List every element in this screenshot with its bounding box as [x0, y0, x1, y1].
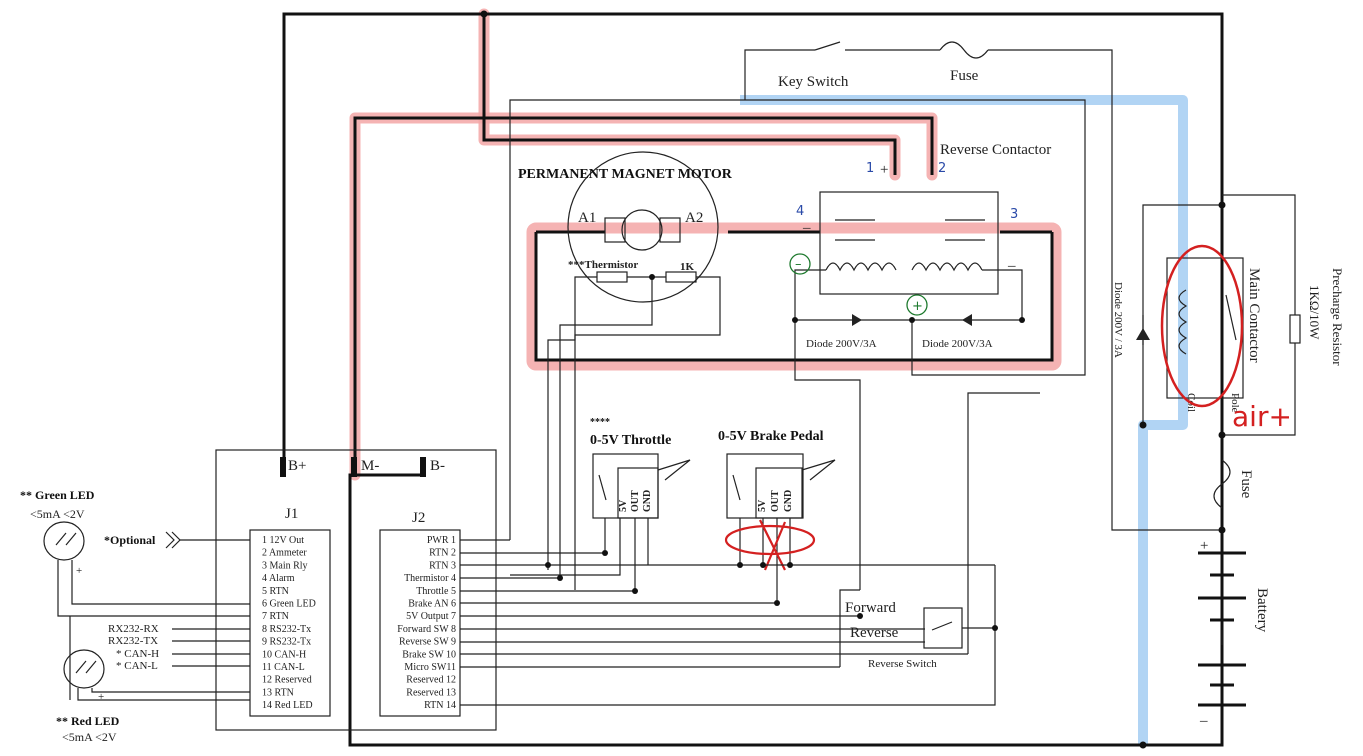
- terminal-3-label: 3: [1010, 207, 1018, 222]
- rx-label: RX232-RX: [108, 623, 159, 635]
- j1-pin-1: 1 12V Out: [262, 535, 304, 546]
- green-led-title: ** Green LED: [20, 488, 95, 502]
- key-switch-label: Key Switch: [778, 74, 849, 90]
- battery-label: Battery: [1254, 588, 1270, 633]
- brake-pedal-label: 0-5V Brake Pedal: [718, 429, 824, 444]
- brake-pedal: 0-5V Brake Pedal 5V OUT GND: [718, 429, 836, 600]
- reverse-contactor-label: Reverse Contactor: [940, 142, 1051, 158]
- hand-minus-mark: –: [795, 257, 802, 272]
- main-contactor-label: Main Contactor: [1246, 268, 1262, 363]
- battery-minus: –: [1199, 713, 1208, 729]
- j1-pin-14: 14 Red LED: [262, 700, 313, 711]
- coil-minus-left: –: [802, 220, 811, 236]
- battery: + – Battery: [1198, 538, 1270, 729]
- throttle: **** 0-5V Throttle 5V OUT GND: [510, 417, 691, 590]
- j1-pin-13: 13 RTN: [262, 687, 294, 698]
- resistor-1k-label: 1K: [680, 261, 695, 273]
- j2-pin-7: 5V Output 7: [406, 611, 456, 622]
- reverse-switch-label: Reverse Switch: [868, 658, 937, 670]
- throttle-pin-gnd: GND: [642, 490, 653, 512]
- precharge-value-label: 1KΩ/10W: [1307, 285, 1322, 340]
- j2-name: J2: [412, 510, 425, 526]
- j2-pin-14: RTN 14: [424, 700, 456, 711]
- precharge-label: Precharge Resistor: [1330, 268, 1345, 366]
- main-wires: [282, 12, 1224, 747]
- throttle-stars: ****: [590, 417, 610, 428]
- j1-pin-4: 4 Alarm: [262, 573, 295, 584]
- canl-label: * CAN-L: [116, 660, 158, 672]
- j1-pin-8: 8 RS232-Tx: [262, 624, 311, 635]
- main-contactor-area: Coil Pole Main Contactor Diode 200V / 3A…: [1112, 194, 1345, 509]
- j1-pin-3: 3 Main Rly: [262, 560, 308, 571]
- red-led-spec: <5mA <2V: [62, 730, 117, 744]
- j1-pin-6: 6 Green LED: [262, 599, 316, 610]
- throttle-pin-5v: 5V: [618, 499, 629, 512]
- throttle-label: 0-5V Throttle: [590, 433, 671, 448]
- j1-pin-9: 9 RS232-Tx: [262, 637, 311, 648]
- red-led-plus: +: [98, 691, 104, 703]
- reverse-label: Reverse: [850, 625, 899, 641]
- j2-pin-2: RTN 2: [429, 548, 456, 559]
- j2-pin-10: Brake SW 10: [402, 649, 456, 660]
- terminal-4-label: 4: [796, 204, 804, 219]
- j2-pin-12: Reserved 12: [406, 675, 456, 686]
- j2-pin-3: RTN 3: [429, 560, 456, 571]
- j1-pin-2: 2 Ammeter: [262, 548, 307, 559]
- j1-name: J1: [285, 506, 298, 522]
- junction-dots: [480, 10, 1226, 749]
- battery-plus: +: [1200, 538, 1208, 554]
- j2-pin-9: Reverse SW 9: [399, 637, 456, 648]
- brake-pin-5v: 5V: [757, 499, 768, 512]
- diode-3-label: Diode 200V / 3A: [1112, 282, 1124, 358]
- terminal-2-label: 2: [938, 161, 946, 176]
- j1-pin-5: 5 RTN: [262, 586, 289, 597]
- j1-pin-12: 12 Reserved: [262, 675, 312, 686]
- motor-title: PERMANENT MAGNET MOTOR: [518, 167, 733, 182]
- red-led-title: ** Red LED: [56, 714, 120, 728]
- left-signals: *Optional RX232-RX RX232-TX * CAN-H * CA…: [20, 488, 250, 744]
- coil-minus-right: –: [1007, 258, 1016, 274]
- j1-mminus-label: M-: [361, 458, 379, 474]
- pm-motor: PERMANENT MAGNET MOTOR A1 A2 ***Thermist…: [518, 151, 733, 590]
- fuse-right-label: Fuse: [1238, 470, 1254, 499]
- brake-pin-out: OUT: [770, 490, 781, 512]
- diode-2-label: Diode 200V/3A: [922, 338, 993, 350]
- fuse-top-label: Fuse: [950, 68, 979, 84]
- pole-label: Pole: [1229, 393, 1241, 413]
- j1-bminus-label: B-: [430, 458, 445, 474]
- j2-pin-8: Forward SW 8: [397, 624, 456, 635]
- green-led-spec: <5mA <2V: [30, 507, 85, 521]
- j2-pin-6: Brake AN 6: [408, 599, 456, 610]
- motor-a2-label: A2: [685, 210, 703, 226]
- key-switch-fuse: Key Switch Fuse: [744, 41, 1222, 531]
- terminal-1-label: 1: [866, 161, 874, 176]
- air-plus-annotation: air+: [1232, 400, 1292, 433]
- canh-label: * CAN-H: [116, 648, 159, 660]
- j1-bplus-label: B+: [288, 458, 306, 474]
- forward-label: Forward: [845, 600, 896, 616]
- j2-pin-5: Throttle 5: [416, 586, 456, 597]
- terminal-1-plus: +: [880, 162, 888, 178]
- throttle-pin-out: OUT: [630, 490, 641, 512]
- thermistor-label: ***Thermistor: [568, 259, 638, 271]
- j1-pin-10: 10 CAN-H: [262, 649, 306, 660]
- j2-pin-11: Micro SW11: [404, 662, 456, 673]
- reverse-contactor: Reverse Contactor Diode 200V/3A Diode 20…: [509, 99, 1086, 590]
- hand-plus-mark: +: [912, 299, 923, 314]
- brake-pin-gnd: GND: [783, 490, 794, 512]
- j2-pin-4: Thermistor 4: [404, 573, 456, 584]
- motor-a1-label: A1: [578, 210, 596, 226]
- j2-pin-13: Reserved 13: [406, 687, 456, 698]
- optional-label: *Optional: [104, 533, 156, 547]
- tx-label: RX232-TX: [108, 635, 158, 647]
- j1-pin-11: 11 CAN-L: [262, 662, 305, 673]
- j1-pin-7: 7 RTN: [262, 611, 289, 622]
- j2-pin-1: PWR 1: [427, 535, 456, 546]
- green-led-plus: +: [76, 565, 82, 577]
- diode-1-label: Diode 200V/3A: [806, 338, 877, 350]
